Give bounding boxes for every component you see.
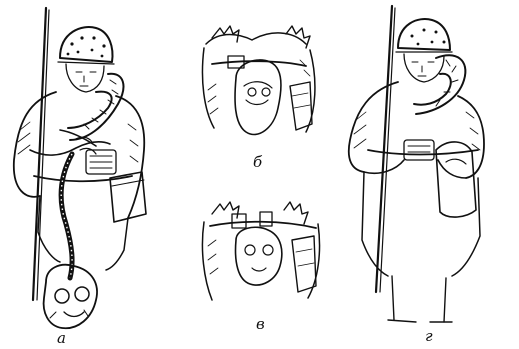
- helmet-icon: [396, 19, 452, 52]
- gas-hose-icon: [61, 154, 72, 278]
- panel-label-v: в: [256, 317, 265, 332]
- rolled-coat-icon: [414, 55, 465, 114]
- rifle-icon: [376, 6, 395, 292]
- panel-a-drawing: [14, 8, 146, 328]
- panel-g-drawing: [349, 6, 484, 322]
- panel-v-drawing: [202, 202, 319, 300]
- panel-label-g: г: [425, 329, 433, 344]
- rolled-coat-icon: [68, 74, 123, 140]
- panel-label-a: а: [57, 331, 66, 346]
- helmet-icon: [58, 27, 114, 64]
- panel-label-b: б: [253, 155, 262, 170]
- panel-b-drawing: [202, 26, 314, 135]
